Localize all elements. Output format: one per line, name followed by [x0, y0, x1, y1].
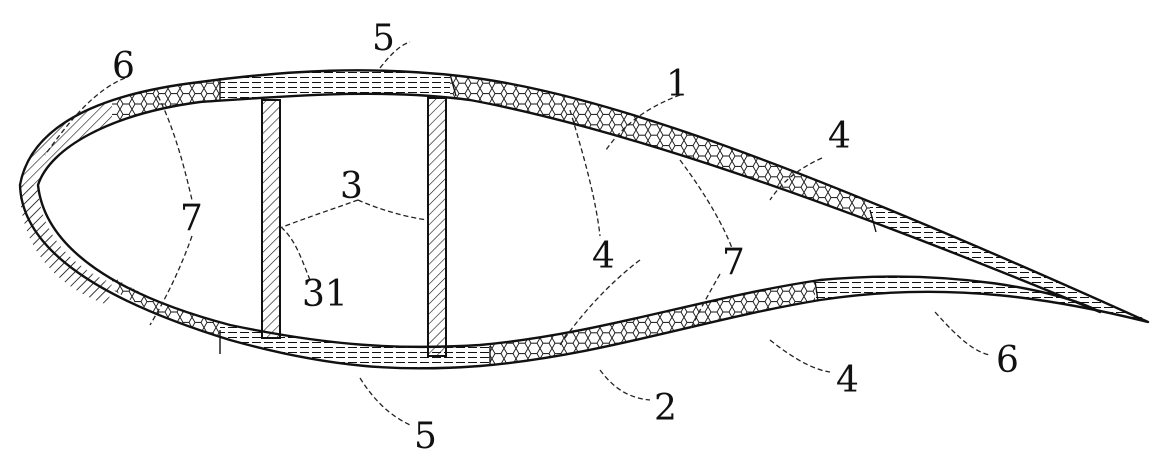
label-4-upper-right: 4 [828, 116, 851, 157]
lower-core-left [112, 276, 220, 337]
shear-webs [261, 97, 447, 357]
label-5-bottom: 5 [414, 416, 437, 457]
label-4-middle: 4 [592, 236, 615, 277]
label-7-right: 7 [722, 242, 745, 283]
leading-edge-reinforcement [19, 100, 112, 305]
leading-edge-lower [19, 185, 112, 305]
upper-core-left [112, 79, 220, 125]
label-3: 3 [340, 166, 363, 207]
label-7-left: 7 [180, 198, 203, 239]
label-2: 2 [654, 388, 677, 429]
lower-trailing-reinforcement [815, 276, 1148, 322]
label-6-right: 6 [996, 340, 1019, 381]
leader-lines [44, 41, 991, 426]
outer-contour [18, 69, 1150, 370]
section-dividers [219, 73, 877, 366]
lower-core-right [490, 280, 815, 366]
reference-labels: 6 5 1 4 7 3 31 4 7 4 6 2 5 [112, 18, 1019, 457]
label-4-lower: 4 [836, 360, 859, 401]
label-31: 31 [302, 274, 348, 315]
inner-contour [36, 92, 1102, 349]
label-5-top: 5 [372, 18, 395, 59]
label-1: 1 [666, 64, 689, 105]
label-6-left: 6 [112, 46, 135, 87]
